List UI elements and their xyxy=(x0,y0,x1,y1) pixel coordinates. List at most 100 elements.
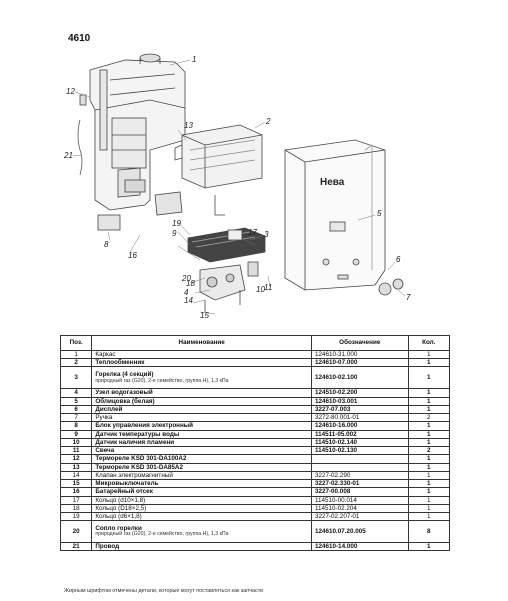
footnote: Жирным шрифтом отмечены детали, которые … xyxy=(64,588,264,594)
cell-code-text: 124510-02.200 xyxy=(314,389,358,397)
cell-code-text: 3227-07.003 xyxy=(314,405,351,413)
cell-name-text: Дисплей xyxy=(95,405,123,413)
cell-qty-text: 1 xyxy=(427,504,431,512)
cell-qty-text: 1 xyxy=(427,430,431,438)
knob-part xyxy=(378,278,404,296)
cell-code-text: 124610-07.000 xyxy=(314,359,358,367)
cell-code: 124510-02.200 xyxy=(310,388,409,398)
callout-18: 18 xyxy=(186,279,195,288)
cell-name-note: природный газ (G20), 2-е семейство, груп… xyxy=(95,531,229,538)
cell-pos-text: 17 xyxy=(72,496,80,504)
callout-6: 6 xyxy=(396,255,401,264)
callout-9: 9 xyxy=(172,229,177,238)
cell-code-text: 3227-00.008 xyxy=(314,488,351,496)
cell-pos-text: 13 xyxy=(72,463,80,471)
cell-qty-text: 1 xyxy=(427,463,431,471)
callout-7: 7 xyxy=(406,293,411,302)
cell-pos-text: 20 xyxy=(72,528,80,536)
cell-name-text: Батарейный отсек xyxy=(95,488,153,496)
cell-pos-text: 6 xyxy=(74,405,78,413)
header-code: Обозначение xyxy=(310,335,409,351)
cell-code-text: 124610-02.100 xyxy=(314,374,358,382)
callout-11: 11 xyxy=(264,283,272,292)
cell-code: 114510-02.204 xyxy=(310,503,409,513)
cell-code: 124610-02.100 xyxy=(310,366,409,390)
cell-pos: 5 xyxy=(59,396,93,406)
cell-name-text: Терморелe KSD 301-DA100A2 xyxy=(95,455,187,463)
cell-qty: 1 xyxy=(407,358,451,368)
cell-qty-text: 2 xyxy=(427,414,431,422)
cell-pos-text: 18 xyxy=(72,504,80,512)
table-row: 5 Облицовка (белая)124610-03.001 1 xyxy=(59,396,451,406)
cell-qty: 1 xyxy=(407,462,451,472)
gas-water-unit-part xyxy=(199,261,259,312)
cell-pos-text: 2 xyxy=(74,359,78,367)
cell-name: Узел водогазовый xyxy=(91,388,312,398)
cell-name: Батарейный отсек xyxy=(91,487,312,497)
cell-name-text: Терморелe KSD 301-DA85A2 xyxy=(95,463,183,471)
cell-code: 114510-02.130 xyxy=(310,446,409,456)
cell-code: 3272-80.001-01 xyxy=(310,413,409,423)
cell-pos: 8 xyxy=(59,421,93,431)
cell-pos-text: 4 xyxy=(74,389,78,397)
cell-name: Терморелe KSD 301-DA100A2 xyxy=(91,454,312,464)
cell-pos: 9 xyxy=(59,429,93,439)
cell-name: Свеча xyxy=(91,446,312,456)
cell-qty: 1 xyxy=(407,388,451,398)
callout-14: 14 xyxy=(184,296,193,305)
cell-name-text: Узел водогазовый xyxy=(95,389,153,397)
cell-name: Теплообменник xyxy=(91,358,312,368)
header-qty: Кол. xyxy=(407,335,451,351)
cell-pos-text: 1 xyxy=(74,351,78,358)
cell-qty-text: 1 xyxy=(427,351,431,358)
cell-qty: 1 xyxy=(407,479,451,489)
cell-pos-text: 11 xyxy=(72,447,80,455)
cell-name-text: Горелка (4 секций) xyxy=(95,371,154,379)
callout-15: 15 xyxy=(200,311,209,320)
cell-pos-text: 8 xyxy=(74,422,78,430)
cell-qty: 1 xyxy=(407,366,451,390)
cell-qty-text: 1 xyxy=(427,455,431,463)
cell-pos: 3 xyxy=(59,366,93,390)
callout-19: 19 xyxy=(172,219,181,228)
cell-name: Облицовка (белая) xyxy=(91,396,312,406)
cell-qty-text: 1 xyxy=(427,543,431,551)
cell-code xyxy=(310,454,409,464)
cell-code-text: 3227-02.207-01 xyxy=(314,512,360,520)
cell-pos-text: 19 xyxy=(72,512,80,520)
cell-code: 124610-03.001 xyxy=(310,396,409,406)
cell-name: Терморелe KSD 301-DA85A2 xyxy=(91,462,312,472)
cell-qty-text: 1 xyxy=(427,359,431,367)
cell-pos-text: 3 xyxy=(74,374,78,382)
cell-code: 114510-00.014 xyxy=(310,495,409,505)
cell-code xyxy=(310,462,409,472)
cell-pos-text: 5 xyxy=(74,397,78,405)
cell-name-text: Кольцо (D18×2,5) xyxy=(95,504,147,512)
cell-qty-text: 1 xyxy=(427,405,431,413)
cell-code-text: 124610-16.000 xyxy=(314,422,358,430)
cell-name-text: Кольцо (d10×1,8) xyxy=(95,496,146,504)
cell-name: Провод xyxy=(91,542,312,552)
cell-qty: 1 xyxy=(407,429,451,439)
cell-qty-text: 1 xyxy=(427,480,431,488)
cell-qty-text: 1 xyxy=(427,397,431,405)
cell-pos: 12 xyxy=(59,454,93,464)
cell-name-text: Клапан электромагнитный xyxy=(95,471,173,479)
callout-10: 10 xyxy=(256,285,265,294)
cell-code-text: 114510-02.204 xyxy=(314,504,357,512)
burner-part xyxy=(187,227,266,263)
cell-qty-text: 8 xyxy=(427,528,431,536)
cell-pos-text: 14 xyxy=(72,471,80,479)
exploded-view-drawing: Нева 1 2 3 4 5 6 7 8 9 10 11 12 13 14 15… xyxy=(63,53,411,320)
cell-name: Кольцо (d10×1,8) xyxy=(91,495,312,505)
cell-code: 3227-02.330-01 xyxy=(310,479,409,489)
